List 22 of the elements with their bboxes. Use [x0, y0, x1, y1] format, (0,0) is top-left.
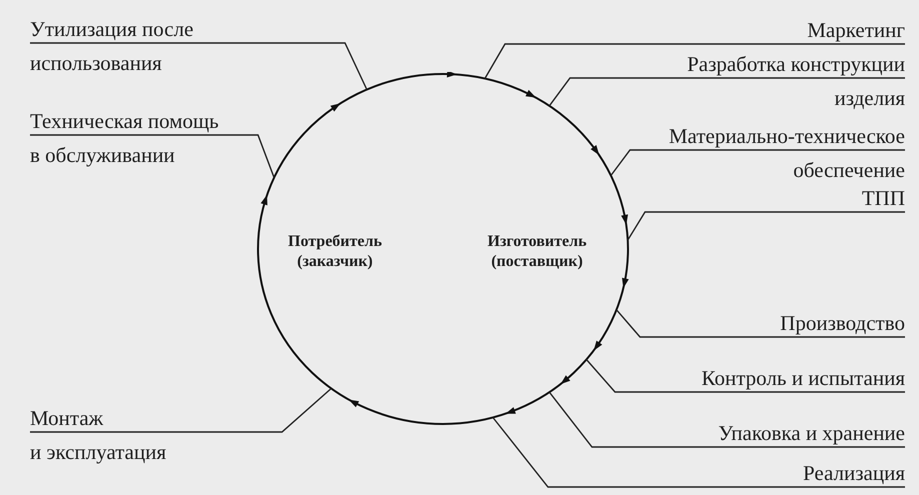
stage-label: Маркетинг — [807, 13, 905, 47]
leader-line — [492, 417, 905, 488]
stage-label: Упаковка и хранение — [718, 416, 905, 450]
leader-line — [484, 43, 905, 79]
stage-label: Разработка конструкции изделия — [687, 47, 905, 115]
leader-line — [30, 388, 332, 433]
leader-line — [548, 392, 905, 448]
leader-line — [548, 77, 905, 106]
stage-label: Контроль и испытания — [702, 361, 905, 395]
stage-label: Утилизация после использования — [30, 12, 194, 80]
stage-label: Техническая помощь в обслуживании — [30, 104, 219, 172]
leader-line — [30, 134, 275, 178]
circle-label: Потребитель (заказчик) — [288, 232, 382, 272]
stage-label: Производство — [780, 306, 905, 340]
leader-line — [627, 211, 905, 240]
circle-label: Изготовитель (поставщик) — [488, 232, 587, 272]
leader-line — [616, 309, 905, 338]
leader-line — [30, 42, 368, 90]
leader-line — [610, 149, 905, 176]
stage-label: Монтаж и эксплуатация — [30, 401, 166, 469]
stage-label: Реализация — [803, 456, 905, 490]
leader-line — [586, 359, 905, 393]
